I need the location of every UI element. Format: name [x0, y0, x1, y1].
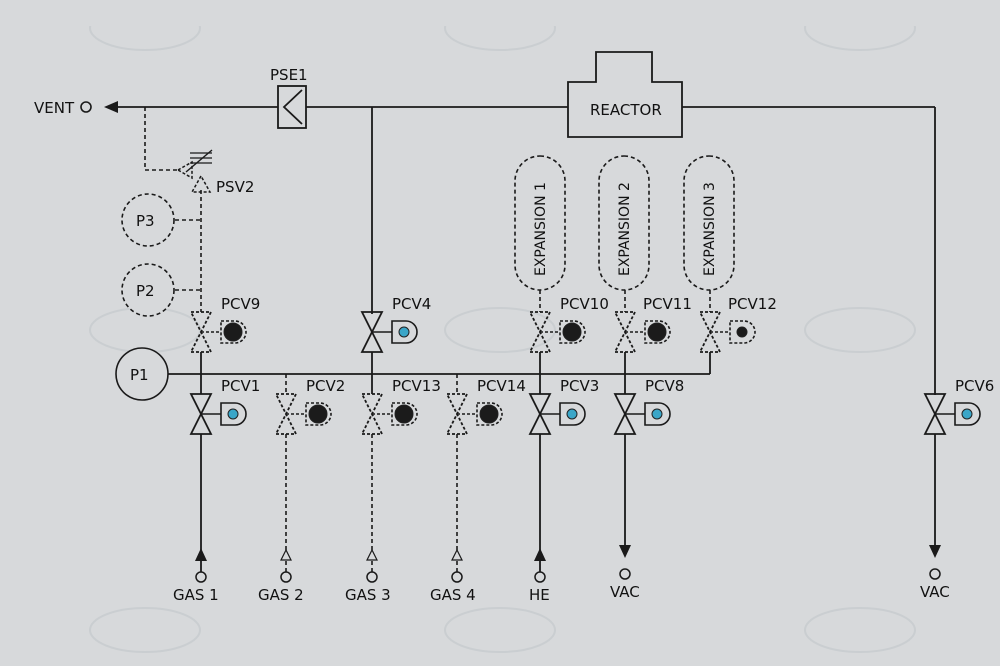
pcv2-indicator-icon	[308, 404, 328, 424]
pcv4-label: PCV4	[392, 295, 431, 313]
schematic-panel: VENT PSE1 REACTOR	[0, 26, 1000, 666]
pse1-label: PSE1	[270, 66, 308, 84]
valve-pcv14[interactable]: PCV14	[445, 377, 526, 435]
pcv8-indicator-icon	[651, 408, 663, 420]
pcv12-indicator-icon	[736, 326, 748, 338]
valve-pcv12[interactable]: PCV12	[698, 295, 777, 353]
valve-pcv4[interactable]: PCV4	[360, 295, 431, 353]
port-circle-icon	[280, 571, 292, 583]
pcv13-indicator-icon	[394, 404, 414, 424]
expansion-3-label: EXPANSION 3	[702, 182, 718, 276]
valve-pcv6[interactable]: PCV6	[923, 377, 994, 435]
pcv10-label: PCV10	[560, 295, 609, 313]
valve-pcv11[interactable]: PCV11	[613, 295, 692, 353]
vent-arrow-icon	[104, 101, 118, 113]
pcv4-indicator-icon	[398, 326, 410, 338]
pcv9-label: PCV9	[221, 295, 260, 313]
port-vac-2-label: VAC	[920, 583, 950, 601]
gauge-p3-label: P3	[136, 212, 155, 230]
port-circle-icon	[534, 571, 546, 583]
gauge-p1-label: P1	[130, 366, 149, 384]
pcv6-indicator-icon	[961, 408, 973, 420]
valve-pcv10[interactable]: PCV10	[528, 295, 609, 353]
pse1-element[interactable]: PSE1	[270, 66, 308, 129]
pcv11-indicator-icon	[647, 322, 667, 342]
port-he[interactable]: HE	[529, 548, 550, 604]
inflow-arrow-icon	[280, 548, 292, 561]
valve-pcv8[interactable]: PCV8	[613, 377, 684, 435]
pcv2-label: PCV2	[306, 377, 345, 395]
gauge-p2-label: P2	[136, 282, 155, 300]
port-circle-icon	[619, 568, 631, 580]
port-gas1-label: GAS 1	[173, 586, 219, 604]
piping-schematic: VENT PSE1 REACTOR	[34, 26, 994, 653]
supply-lines	[200, 434, 936, 552]
port-gas1[interactable]: GAS 1	[173, 548, 219, 604]
expansion-1-vessel[interactable]: EXPANSION 1	[514, 155, 566, 291]
outflow-arrow-icon	[929, 545, 941, 558]
manifold-line	[168, 352, 711, 394]
psv2-branch	[144, 107, 202, 312]
expansion-2-vessel[interactable]: EXPANSION 2	[598, 155, 650, 291]
port-vac-1-label: VAC	[610, 583, 640, 601]
port-circle-icon	[366, 571, 378, 583]
port-circle-icon	[929, 568, 941, 580]
vent-label: VENT	[34, 99, 75, 117]
pcv3-label: PCV3	[560, 377, 599, 395]
pcv14-indicator-icon	[479, 404, 499, 424]
port-gas4-label: GAS 4	[430, 586, 476, 604]
vent-line: VENT	[34, 99, 936, 395]
expansion-3-vessel[interactable]: EXPANSION 3	[683, 155, 735, 291]
expansion-1-label: EXPANSION 1	[533, 182, 549, 276]
pcv1-indicator-icon	[227, 408, 239, 420]
port-gas2-label: GAS 2	[258, 586, 304, 604]
pcv9-indicator-icon	[223, 322, 243, 342]
inflow-arrow-icon	[195, 548, 207, 561]
inflow-arrow-icon	[366, 548, 378, 561]
port-vac-1[interactable]: VAC	[610, 545, 640, 601]
pcv1-label: PCV1	[221, 377, 260, 395]
port-gas3[interactable]: GAS 3	[345, 548, 391, 604]
gauge-p1[interactable]: P1	[115, 347, 169, 401]
port-he-label: HE	[529, 586, 550, 604]
outflow-arrow-icon	[619, 545, 631, 558]
psv2-relief-valve[interactable]: PSV2	[176, 149, 254, 196]
port-gas2[interactable]: GAS 2	[258, 548, 304, 604]
valve-pcv13[interactable]: PCV13	[360, 377, 441, 435]
pcv14-label: PCV14	[477, 377, 526, 395]
port-circle-icon	[195, 571, 207, 583]
inflow-arrow-icon	[451, 548, 463, 561]
port-gas4[interactable]: GAS 4	[430, 548, 476, 604]
pcv13-label: PCV13	[392, 377, 441, 395]
pcv10-indicator-icon	[562, 322, 582, 342]
pcv12-label: PCV12	[728, 295, 777, 313]
pcv8-label: PCV8	[645, 377, 684, 395]
pcv11-label: PCV11	[643, 295, 692, 313]
reactor-vessel[interactable]: REACTOR	[567, 51, 683, 138]
valve-pcv9[interactable]: PCV9	[189, 295, 260, 353]
pcv3-indicator-icon	[566, 408, 578, 420]
vent-port-icon[interactable]	[80, 101, 92, 113]
inflow-arrow-icon	[534, 548, 546, 561]
expansion-2-label: EXPANSION 2	[617, 182, 633, 276]
pcv6-label: PCV6	[955, 377, 994, 395]
valve-pcv1[interactable]: PCV1	[189, 377, 260, 435]
gauge-p2[interactable]: P2	[121, 263, 175, 317]
port-circle-icon	[451, 571, 463, 583]
port-gas3-label: GAS 3	[345, 586, 391, 604]
reactor-label: REACTOR	[590, 101, 662, 119]
psv2-label: PSV2	[216, 178, 254, 196]
valve-pcv3[interactable]: PCV3	[528, 377, 599, 435]
valve-pcv2[interactable]: PCV2	[274, 377, 345, 435]
watermark-logos	[89, 26, 916, 653]
gauge-p3[interactable]: P3	[121, 193, 175, 247]
port-vac-2[interactable]: VAC	[920, 545, 950, 601]
